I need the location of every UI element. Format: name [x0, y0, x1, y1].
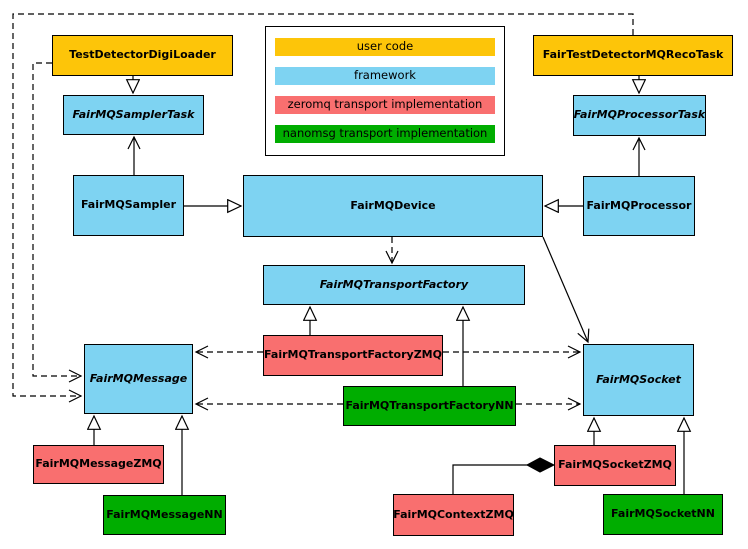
node-fairmqsamplertask: FairMQSamplerTask	[63, 95, 204, 135]
node-fairmqmessagenn: FairMQMessageNN	[103, 495, 226, 535]
node-testdetectordigiloader: TestDetectorDigiLoader	[52, 35, 233, 76]
legend-item-zeromq: zeromq transport implementation	[275, 96, 495, 114]
edge-contextzmq-socketzmq	[452, 464, 528, 494]
legend: user code framework zeromq transport imp…	[265, 26, 505, 156]
node-fairmqtransportfactory: FairMQTransportFactory	[263, 265, 525, 305]
node-fairmqdevice: FairMQDevice	[243, 175, 543, 237]
legend-item-nanomsg: nanomsg transport implementation	[275, 125, 495, 143]
node-fairmqprocessor: FairMQProcessor	[583, 176, 695, 236]
edge-digiloader-message	[32, 62, 83, 383]
node-fairmqmessagezmq: FairMQMessageZMQ	[33, 445, 164, 484]
node-fairmqprocessortask: FairMQProcessorTask	[573, 95, 706, 136]
node-fairmqsocket: FairMQSocket	[583, 344, 694, 416]
node-fairmqsocketzmq: FairMQSocketZMQ	[554, 445, 676, 486]
node-fairmqtransportfactorynn: FairMQTransportFactoryNN	[343, 386, 516, 426]
edge-device-socket	[542, 236, 590, 344]
node-fairmqcontextzmq: FairMQContextZMQ	[393, 494, 514, 536]
node-fairmqtransportfactoryzmq: FairMQTransportFactoryZMQ	[263, 335, 443, 376]
node-fairmqsocketnn: FairMQSocketNN	[603, 494, 723, 535]
legend-item-user-code: user code	[275, 38, 495, 56]
legend-item-framework: framework	[275, 67, 495, 85]
node-fairmqmessage: FairMQMessage	[84, 344, 193, 414]
node-fairmqsampler: FairMQSampler	[73, 175, 184, 236]
node-fairtestdetectormqrecotask: FairTestDetectorMQRecoTask	[533, 35, 733, 76]
composition-diamond-icon	[525, 457, 556, 473]
edge-recotask-message	[12, 13, 634, 403]
